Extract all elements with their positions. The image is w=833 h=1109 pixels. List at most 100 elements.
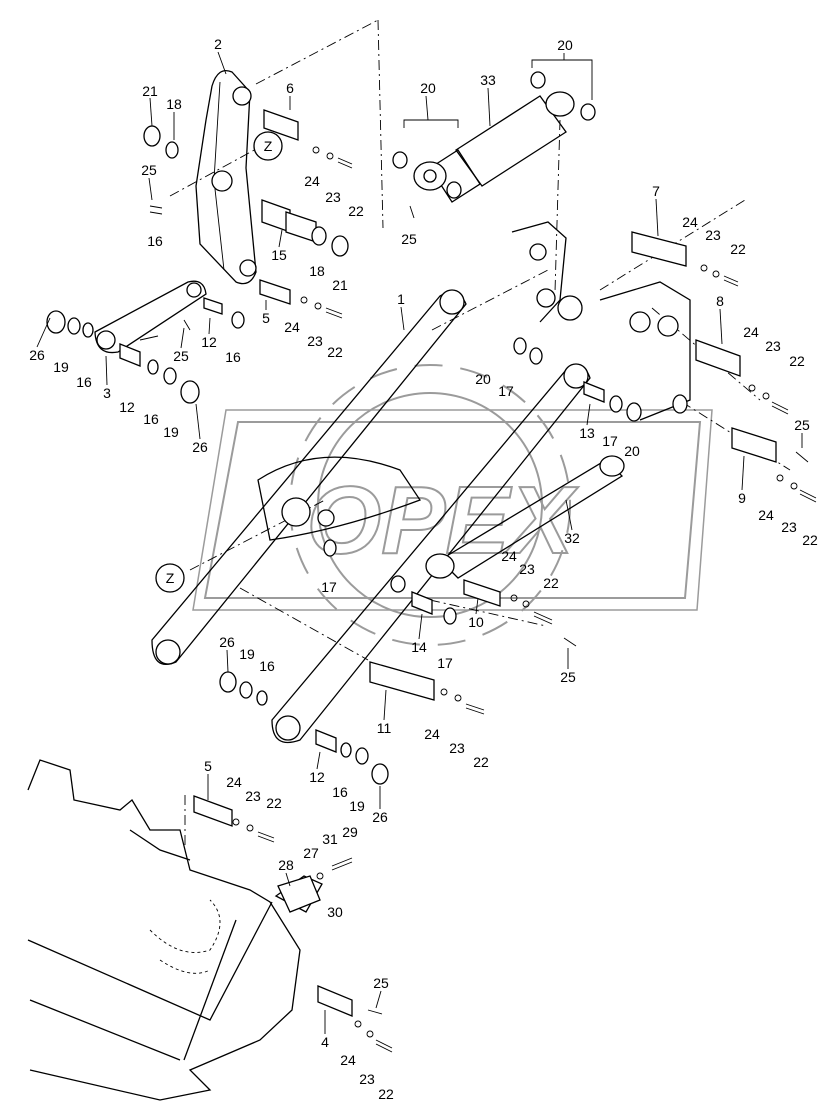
- part-number-1: 1: [397, 291, 405, 307]
- part-number-19: 19: [349, 798, 365, 814]
- part-number-26: 26: [29, 347, 45, 363]
- part-number-16: 16: [147, 233, 163, 249]
- part-number-24: 24: [304, 173, 320, 189]
- part-number-23: 23: [765, 338, 781, 354]
- part-number-13: 13: [579, 425, 595, 441]
- part-number-24: 24: [758, 507, 774, 523]
- part-number-22: 22: [789, 353, 805, 369]
- part-number-18: 18: [166, 96, 182, 112]
- part-number-19: 19: [163, 424, 179, 440]
- part-number-24: 24: [284, 319, 300, 335]
- part-number-24: 24: [340, 1052, 356, 1068]
- part-number-17: 17: [437, 655, 453, 671]
- part-number-23: 23: [705, 227, 721, 243]
- part-number-22: 22: [730, 241, 746, 257]
- part-number-23: 23: [245, 788, 261, 804]
- part-number-16: 16: [259, 658, 275, 674]
- part-number-15: 15: [271, 247, 287, 263]
- part-number-22: 22: [348, 203, 364, 219]
- part-number-24: 24: [682, 214, 698, 230]
- lift-cylinder: [425, 455, 625, 579]
- part-number-12: 12: [309, 769, 325, 785]
- part-number-27: 27: [303, 845, 319, 861]
- part-number-26: 26: [192, 439, 208, 455]
- part-number-12: 12: [119, 399, 135, 415]
- pins: [119, 109, 777, 1017]
- part-number-8: 8: [716, 293, 724, 309]
- part-number-25: 25: [373, 975, 389, 991]
- part-number-23: 23: [307, 333, 323, 349]
- part-number-23: 23: [519, 561, 535, 577]
- part-number-24: 24: [424, 726, 440, 742]
- part-number-20: 20: [557, 37, 573, 53]
- tilt-link: [94, 280, 207, 354]
- part-number-25: 25: [794, 417, 810, 433]
- part-number-25: 25: [141, 162, 157, 178]
- fasteners: [139, 146, 817, 1053]
- part-number-11: 11: [377, 720, 392, 736]
- part-number-25: 25: [560, 669, 576, 685]
- part-number-26: 26: [219, 634, 235, 650]
- part-number-16: 16: [225, 349, 241, 365]
- part-number-22: 22: [378, 1086, 394, 1102]
- part-number-24: 24: [226, 774, 242, 790]
- part-number-19: 19: [239, 646, 255, 662]
- part-number-23: 23: [449, 740, 465, 756]
- washers: [46, 71, 688, 785]
- part-number-21: 21: [332, 277, 348, 293]
- part-number-4: 4: [321, 1034, 329, 1050]
- view-marker-z: Z Z: [155, 131, 283, 593]
- part-number-31: 31: [322, 831, 338, 847]
- part-number-23: 23: [325, 189, 341, 205]
- part-number-32: 32: [564, 530, 580, 546]
- view-marker-label: Z: [166, 570, 175, 586]
- part-number-33: 33: [480, 72, 496, 88]
- part-number-23: 23: [359, 1071, 375, 1087]
- part-number-20: 20: [624, 443, 640, 459]
- part-number-28: 28: [278, 857, 294, 873]
- part-number-21: 21: [142, 83, 158, 99]
- main-boom: [151, 289, 591, 744]
- part-number-19: 19: [53, 359, 69, 375]
- view-marker-label: Z: [264, 138, 273, 154]
- part-number-17: 17: [321, 579, 337, 595]
- part-number-23: 23: [781, 519, 797, 535]
- part-number-18: 18: [309, 263, 325, 279]
- part-number-22: 22: [266, 795, 282, 811]
- bucket: [27, 759, 323, 1101]
- part-number-24: 24: [501, 548, 517, 564]
- part-number-6: 6: [286, 80, 294, 96]
- part-number-16: 16: [76, 374, 92, 390]
- tilt-cylinder: [413, 91, 575, 203]
- part-number-22: 22: [327, 344, 343, 360]
- part-number-22: 22: [802, 532, 818, 548]
- part-number-22: 22: [543, 575, 559, 591]
- part-number-20: 20: [420, 80, 436, 96]
- part-number-24: 24: [743, 324, 759, 340]
- cover-plate: [277, 857, 353, 913]
- part-number-17: 17: [498, 383, 514, 399]
- part-number-25: 25: [173, 348, 189, 364]
- part-number-12: 12: [201, 334, 217, 350]
- leader-lines: [36, 51, 803, 1034]
- part-number-16: 16: [143, 411, 159, 427]
- part-number-30: 30: [327, 904, 343, 920]
- part-number-22: 22: [473, 754, 489, 770]
- part-number-7: 7: [652, 183, 660, 199]
- part-number-10: 10: [468, 614, 484, 630]
- part-number-9: 9: [738, 490, 746, 506]
- part-number-5: 5: [262, 310, 270, 326]
- part-callouts: 1234556789101112121213141516161616161617…: [29, 36, 818, 1102]
- part-number-3: 3: [103, 385, 111, 401]
- part-number-26: 26: [372, 809, 388, 825]
- part-number-14: 14: [411, 639, 427, 655]
- bell-crank: [195, 69, 257, 285]
- part-number-2: 2: [214, 36, 222, 52]
- part-number-17: 17: [602, 433, 618, 449]
- part-number-29: 29: [342, 824, 358, 840]
- part-number-16: 16: [332, 784, 348, 800]
- part-number-20: 20: [475, 371, 491, 387]
- part-number-25: 25: [401, 231, 417, 247]
- loader-frame-tower: [511, 221, 691, 421]
